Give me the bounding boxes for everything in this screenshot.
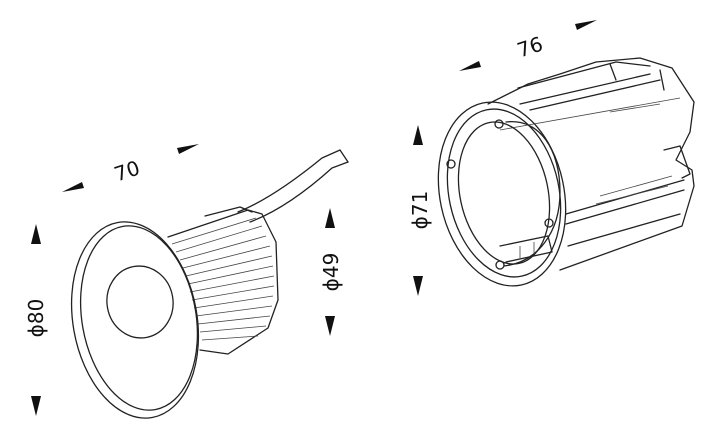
dimension-label-phi80: ϕ80	[24, 299, 48, 338]
dimension-label-76: 76	[514, 32, 546, 63]
arrow-80-bottom	[31, 396, 41, 416]
sleeve-front-ring	[437, 101, 567, 287]
dimension-label-70: 70	[111, 156, 143, 187]
dimension-label-phi71: ϕ71	[408, 191, 432, 230]
arrow-49-bottom	[325, 316, 335, 336]
dimension-label-phi49: ϕ49	[319, 253, 343, 292]
mounting-sleeve	[437, 57, 695, 287]
arrow-71-bottom	[413, 276, 423, 296]
dimension-arrows	[31, 20, 597, 416]
threaded-body	[167, 206, 279, 355]
arrow-71-top	[413, 125, 423, 145]
arrow-70-right	[177, 144, 199, 154]
arrow-70-left	[62, 182, 84, 192]
arrow-76-left	[459, 61, 481, 71]
front-flange	[70, 221, 200, 419]
light-fixture	[70, 149, 349, 419]
arrow-76-right	[575, 20, 597, 30]
screw-holes	[446, 119, 554, 270]
arrow-80-top	[31, 224, 41, 244]
arrow-49-top	[325, 208, 335, 228]
